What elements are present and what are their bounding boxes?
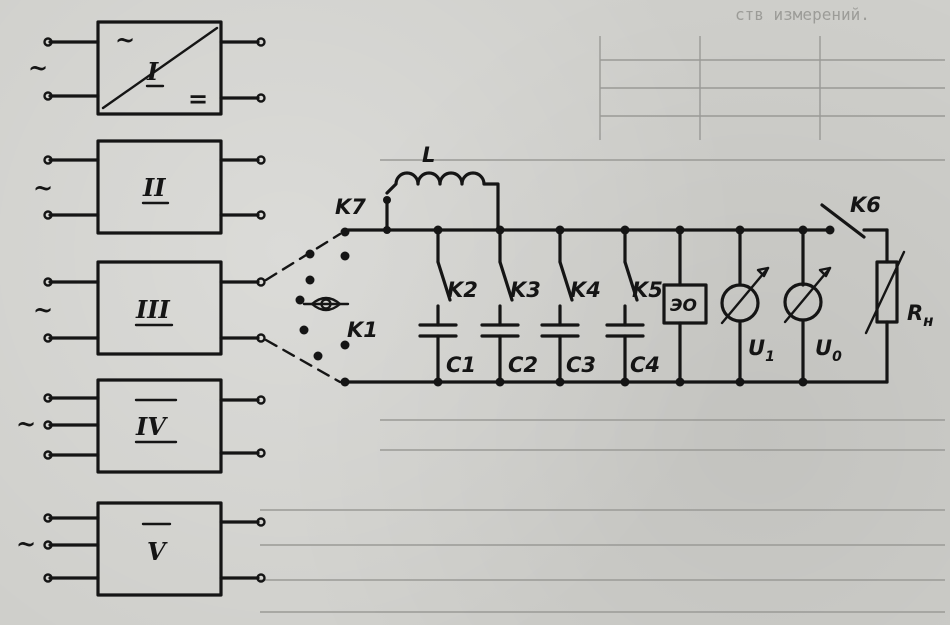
switch-label-K6: K6 (850, 193, 881, 217)
converter-II: II ~ (33, 139, 266, 235)
capacitor-branch-C3: K4 C3 (540, 225, 601, 387)
switch-label-K7: K7 (335, 195, 366, 219)
diagonal-line (101, 26, 219, 110)
bleed-text: ств измерений. (735, 5, 870, 24)
converter-box (96, 139, 223, 235)
inductor-L: L K7 (335, 143, 500, 232)
inductor-coil (385, 171, 500, 232)
capacitor-branch-C4: K5 C4 (605, 225, 663, 387)
oscilloscope-label: ЭО (670, 296, 697, 316)
ac-symbol: ~ (16, 409, 36, 438)
capacitor-branch-C1: K2 C1 (418, 225, 478, 387)
load-label: Rн (907, 301, 934, 330)
converter-label: V (147, 537, 168, 566)
ac-symbol: ~ (33, 295, 53, 324)
voltmeter-U0: U0 (783, 225, 842, 387)
converter-box (96, 501, 223, 597)
load-branch: K6 Rн (820, 193, 934, 384)
voltmeter-label-U0: U0 (815, 336, 842, 365)
converter-V: V ~ (16, 501, 266, 597)
converter-label: I (146, 57, 159, 86)
converter-IV: IV ~ (16, 378, 266, 474)
voltmeter-U1: U1 (720, 225, 775, 387)
selector-switch-K1: K1 (264, 227, 378, 387)
switch-label-K1: K1 (347, 318, 378, 342)
input-symbol: ~ (115, 25, 135, 54)
ac-symbol: ~ (33, 173, 53, 202)
ac-symbol: ~ (16, 529, 36, 558)
switch-label-K4: K4 (570, 278, 601, 302)
capacitor-label-C4: C4 (630, 353, 660, 377)
inductor-label: L (422, 143, 435, 167)
converter-label: II (142, 173, 166, 202)
voltmeter-label-U1: U1 (748, 336, 775, 365)
switch-label-K2: K2 (447, 278, 478, 302)
converter-label: III (135, 295, 170, 324)
switch-K6-blade (820, 203, 866, 239)
ac-symbol: ~ (28, 53, 48, 82)
converter-label: IV (135, 412, 168, 441)
switch-label-K5: K5 (632, 278, 663, 302)
capacitor-branch-C2: K3 C2 (480, 225, 541, 387)
capacitor-label-C1: C1 (446, 353, 476, 377)
converter-box (96, 260, 223, 356)
converter-III: III ~ (33, 260, 266, 356)
converter-I: ~ I = ~ (28, 20, 266, 116)
capacitor-label-C2: C2 (508, 353, 538, 377)
background-bleed: ств измерений. (260, 5, 945, 613)
oscilloscope: ЭО (662, 225, 708, 387)
converter-box (96, 20, 223, 116)
output-symbol: = (188, 84, 208, 113)
circuit-buses (341, 226, 889, 386)
switch-label-K3: K3 (510, 278, 541, 302)
capacitor-label-C3: C3 (566, 353, 596, 377)
